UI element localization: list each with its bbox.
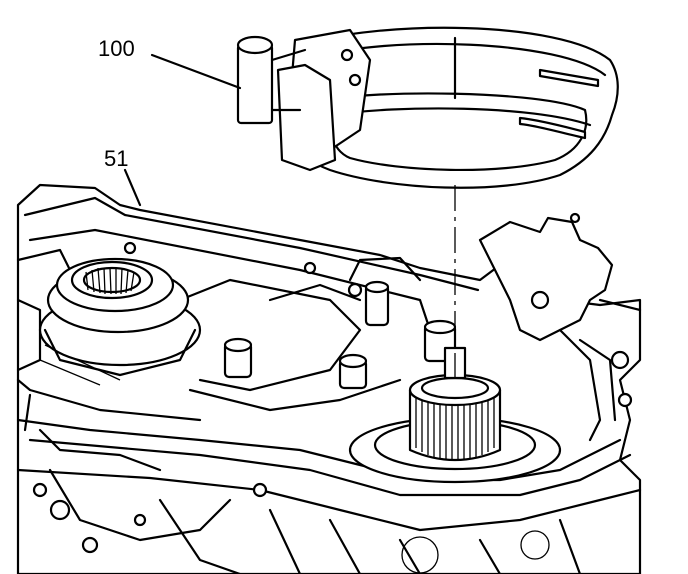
boss-bolts <box>123 241 457 390</box>
leader-line-100 <box>150 53 242 90</box>
sun-gear-drum <box>348 346 562 484</box>
transmission-case <box>16 183 642 574</box>
intermediate-band <box>236 26 619 189</box>
bearing-assembly <box>38 257 202 377</box>
callout-label-51: 51 <box>104 146 129 171</box>
callout-label-100: 100 <box>98 36 135 61</box>
leader-line-51 <box>123 168 142 207</box>
